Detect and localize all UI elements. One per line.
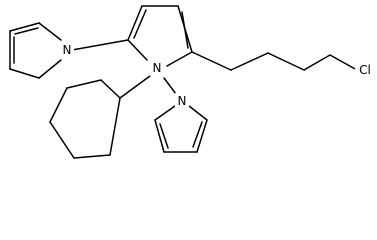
bond <box>163 77 177 95</box>
bond <box>73 154 111 159</box>
central-pyrrole-ring <box>127 5 193 67</box>
atom-n-left-pyrrole: N <box>60 42 74 58</box>
bond <box>154 105 176 121</box>
bottom-pyrrole-ring <box>154 105 208 153</box>
cyclohexyl-ring <box>49 79 121 159</box>
bond <box>38 22 62 41</box>
atom-cl: Cl <box>355 62 375 78</box>
bond <box>127 39 148 61</box>
bond <box>66 79 102 89</box>
bond <box>166 51 193 67</box>
bond-double-inner <box>181 11 189 49</box>
bond-double-inner <box>159 123 169 149</box>
bond <box>49 121 75 159</box>
bond-double-inner <box>14 27 39 35</box>
bond <box>9 22 40 32</box>
bond-double-inner <box>133 9 147 39</box>
bond <box>154 119 165 153</box>
bond <box>100 79 121 99</box>
chlorobutyl-chain <box>191 51 358 71</box>
n-bottom-pyrrole-label: N <box>178 94 187 108</box>
bond <box>196 119 208 153</box>
bond <box>230 52 269 71</box>
bond <box>303 54 331 71</box>
bond <box>38 59 62 79</box>
left-pyrrole-ring <box>9 22 62 79</box>
bond-double-inner <box>192 121 203 148</box>
bond <box>71 39 129 51</box>
molecule-diagram: N N N Cl <box>9 5 375 159</box>
bond <box>9 68 40 79</box>
bond <box>191 51 232 71</box>
n-center-label: N <box>153 61 162 75</box>
bond <box>49 87 68 123</box>
bond <box>127 5 143 41</box>
bond <box>267 52 305 71</box>
n-left-pyrrole-label: N <box>63 43 72 57</box>
cl-label: Cl <box>359 63 371 77</box>
bond <box>188 105 208 121</box>
bond <box>329 54 358 71</box>
bond <box>119 75 151 99</box>
structure-svg: N N N Cl <box>9 5 375 159</box>
atom-n-center: N <box>150 60 164 76</box>
bond <box>109 97 121 156</box>
atom-n-bottom-pyrrole: N <box>175 93 189 109</box>
